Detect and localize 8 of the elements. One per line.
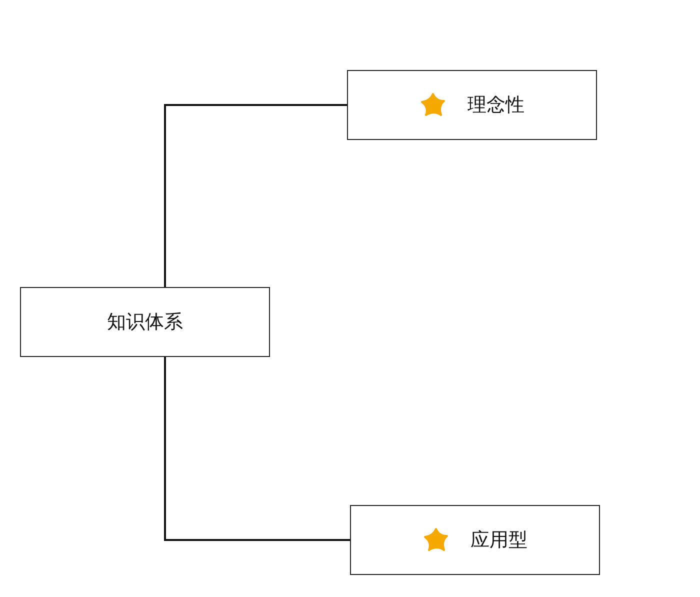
topic-text: 知识体系 bbox=[107, 310, 183, 335]
connector-line bbox=[164, 104, 347, 287]
connector-line bbox=[164, 357, 350, 541]
topic-text: 理念性 bbox=[468, 93, 524, 118]
topic-box bbox=[350, 505, 600, 575]
topic-text: 应用型 bbox=[470, 528, 528, 553]
topic-box bbox=[347, 70, 597, 140]
topic-box bbox=[20, 287, 270, 357]
